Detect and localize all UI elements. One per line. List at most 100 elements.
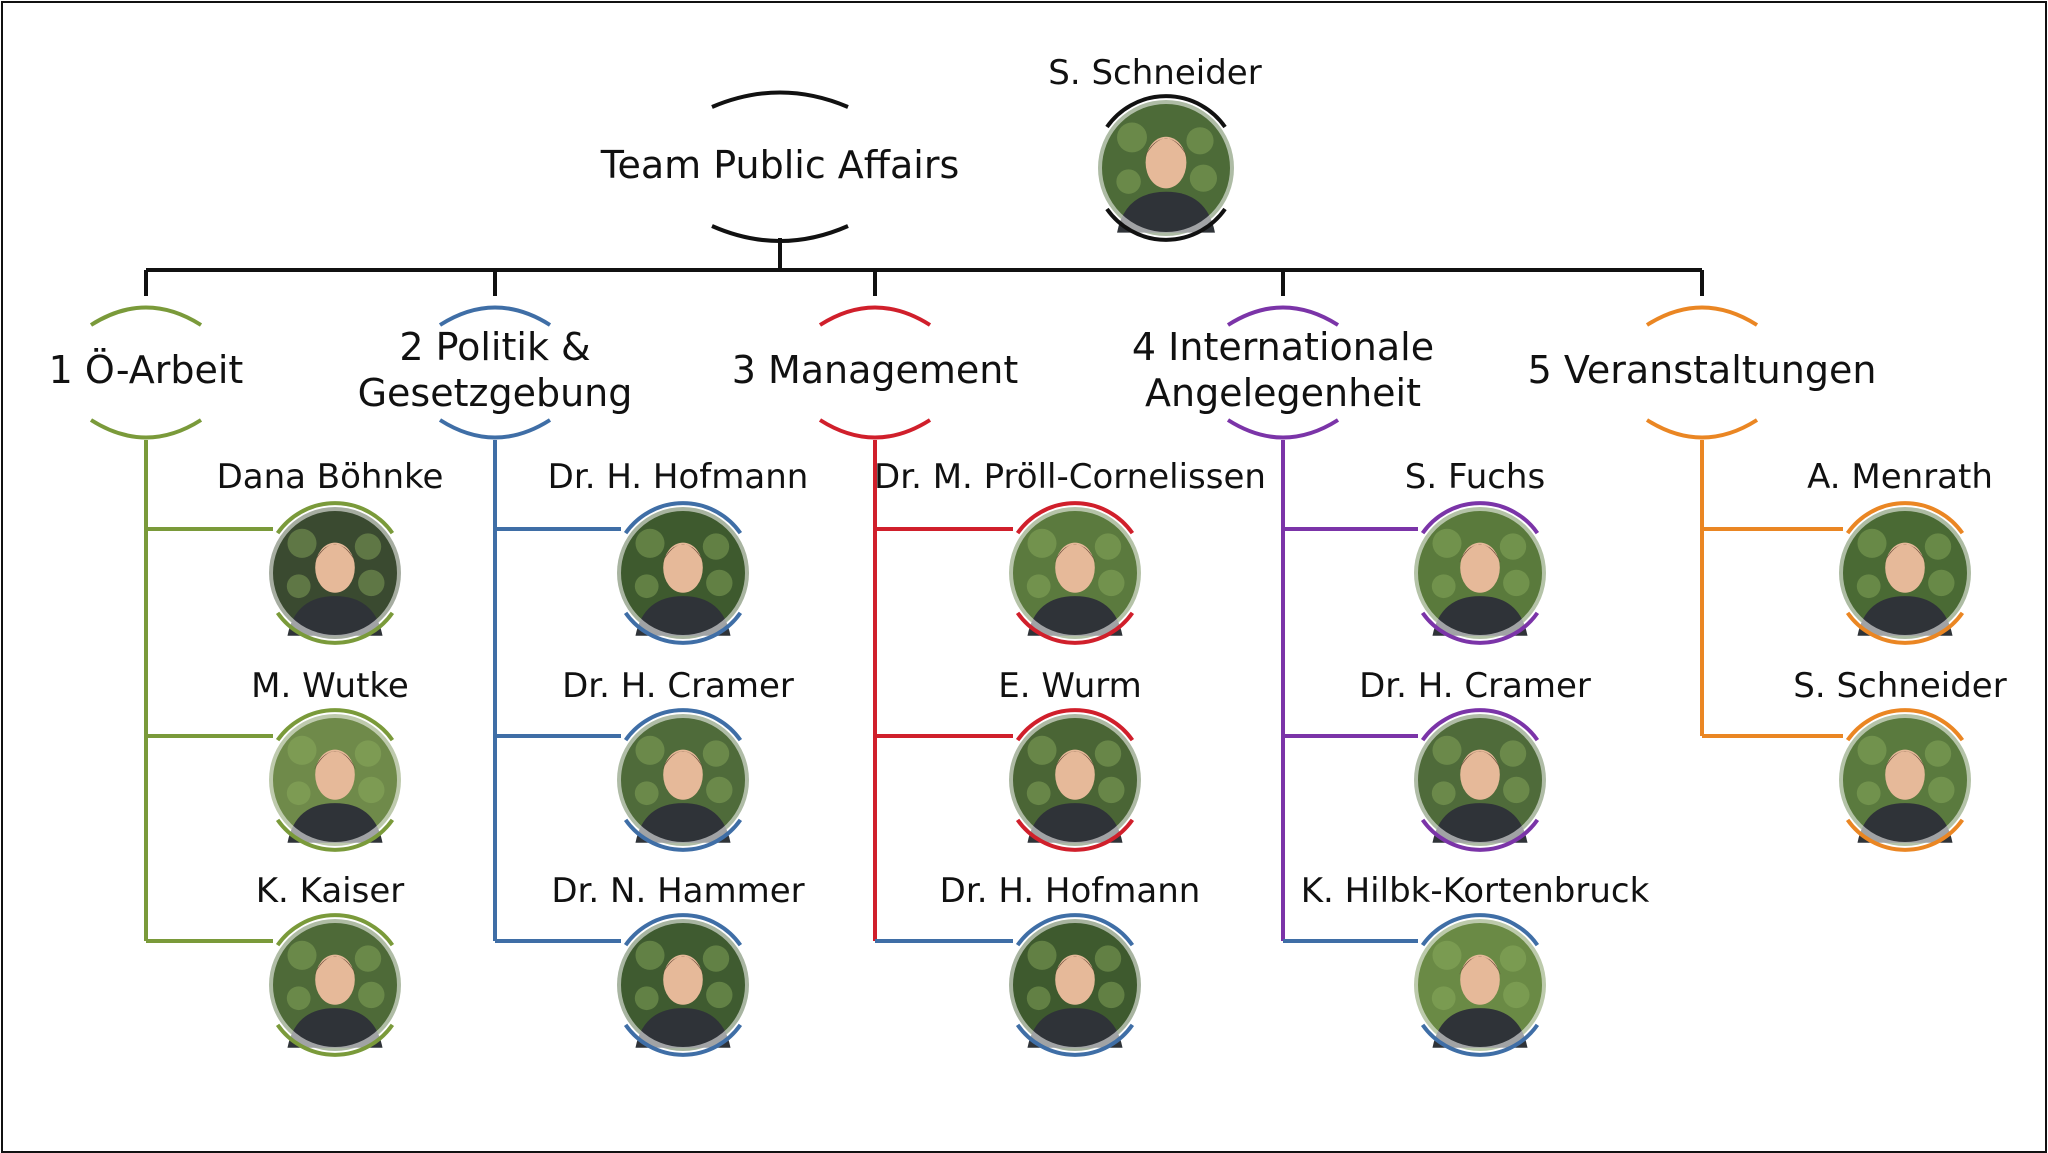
group-label-line: 5 Veranstaltungen xyxy=(1528,348,1877,392)
member-photo xyxy=(613,501,753,645)
foliage-spot xyxy=(702,533,730,560)
group-arc-top xyxy=(1645,305,1759,327)
foliage-spot xyxy=(1094,740,1122,767)
portrait-vignette xyxy=(265,915,405,1055)
portrait-ring-bottom xyxy=(623,611,743,645)
portrait-face xyxy=(663,749,703,800)
portrait-hair xyxy=(1053,955,1097,976)
group-label-line: 3 Management xyxy=(732,348,1019,392)
foliage-spot xyxy=(1026,781,1051,806)
portrait-vignette xyxy=(1005,503,1145,643)
portrait-ring-bottom xyxy=(1015,1023,1135,1057)
member-name: K. Kaiser xyxy=(256,871,405,911)
foliage-spot xyxy=(1027,735,1057,765)
portrait-ring-bottom xyxy=(1845,611,1965,645)
portrait-hair xyxy=(313,543,357,564)
group-arc-top xyxy=(818,305,932,327)
portrait-vignette xyxy=(1410,710,1550,850)
foliage-spot xyxy=(1857,735,1887,765)
portrait-ring-bottom xyxy=(1420,818,1540,852)
foliage-spot xyxy=(1431,574,1456,599)
member-photo xyxy=(1005,501,1145,645)
member-name: Dr. M. Pröll-Cornelissen xyxy=(874,457,1266,497)
group-label-line: Gesetzgebung xyxy=(358,371,633,415)
lead-node: S. Schneider xyxy=(1048,53,1262,242)
portrait-vignette xyxy=(265,710,405,850)
foliage-spot xyxy=(706,776,733,804)
group-arc-bottom xyxy=(818,418,932,440)
member-photo xyxy=(613,708,753,852)
group-arc-bottom xyxy=(89,418,203,440)
foliage-spot xyxy=(1924,740,1952,767)
foliage-spot xyxy=(354,740,382,767)
portrait-face xyxy=(663,954,703,1005)
portrait-hair xyxy=(1144,138,1188,158)
member-name: Dr. N. Hammer xyxy=(551,871,804,911)
portrait-face xyxy=(1460,749,1500,800)
member-photo xyxy=(1835,501,1975,645)
portrait-shoulders xyxy=(1027,1008,1123,1048)
group-label: 2 Politik &Gesetzgebung xyxy=(358,325,633,415)
lead-name: S. Schneider xyxy=(1048,53,1261,93)
foliage-spot xyxy=(287,940,317,970)
portrait-vignette xyxy=(613,710,753,850)
foliage-spot xyxy=(706,981,733,1009)
foliage-spot xyxy=(1027,940,1057,970)
portrait-hair xyxy=(313,955,357,976)
portrait-ring-top xyxy=(623,708,743,742)
foliage-spot xyxy=(1499,945,1527,972)
group-label-line: Angelegenheit xyxy=(1145,371,1421,415)
member-photo xyxy=(1835,708,1975,852)
member-photo xyxy=(1005,708,1145,852)
member-photo xyxy=(1410,913,1550,1057)
portrait-ring-top xyxy=(1105,94,1227,129)
member-photo xyxy=(265,501,405,645)
portrait-vignette xyxy=(1005,710,1145,850)
portrait-ring-bottom xyxy=(275,611,395,645)
foliage-spot xyxy=(635,940,665,970)
foliage-spot xyxy=(286,574,311,599)
portrait-shoulders xyxy=(635,596,731,636)
portrait-ring-bottom xyxy=(275,818,395,852)
portrait-hair xyxy=(1458,750,1502,771)
portrait-shoulders xyxy=(287,803,383,843)
member-name: M. Wutke xyxy=(251,666,409,706)
foliage-spot xyxy=(1116,169,1141,194)
portrait-hair xyxy=(661,750,705,771)
foliage-spot xyxy=(358,981,385,1009)
foliage-spot xyxy=(1503,569,1530,597)
group-label: 3 Management xyxy=(732,348,1019,392)
foliage-spot xyxy=(1856,574,1881,599)
foliage-spot xyxy=(1026,986,1051,1011)
portrait-ring-top xyxy=(1420,913,1540,947)
group-label-line: 4 Internationale xyxy=(1132,325,1434,369)
foliage-spot xyxy=(286,986,311,1011)
portrait-ring-top xyxy=(1845,501,1965,535)
member-photo xyxy=(265,913,405,1057)
portrait-ring-bottom xyxy=(1015,611,1135,645)
portrait-face xyxy=(1885,749,1925,800)
portrait-ring-bottom xyxy=(1845,818,1965,852)
foliage-spot xyxy=(1098,776,1125,804)
group-arc-bottom xyxy=(438,418,552,440)
member-photo xyxy=(1410,708,1550,852)
member-photo xyxy=(265,708,405,852)
foliage-spot xyxy=(634,986,659,1011)
portrait-ring-top xyxy=(275,708,395,742)
portrait-vignette xyxy=(1835,503,1975,643)
portrait-ring-top xyxy=(1015,708,1135,742)
foliage-spot xyxy=(1928,569,1955,597)
portrait-vignette xyxy=(1005,915,1145,1055)
portrait-ring-top xyxy=(1845,708,1965,742)
portrait-hair xyxy=(313,750,357,771)
portrait-hair xyxy=(1883,543,1927,564)
portrait-face xyxy=(1460,954,1500,1005)
foliage-spot xyxy=(1499,533,1527,560)
foliage-spot xyxy=(1503,776,1530,804)
foliage-spot xyxy=(354,533,382,560)
